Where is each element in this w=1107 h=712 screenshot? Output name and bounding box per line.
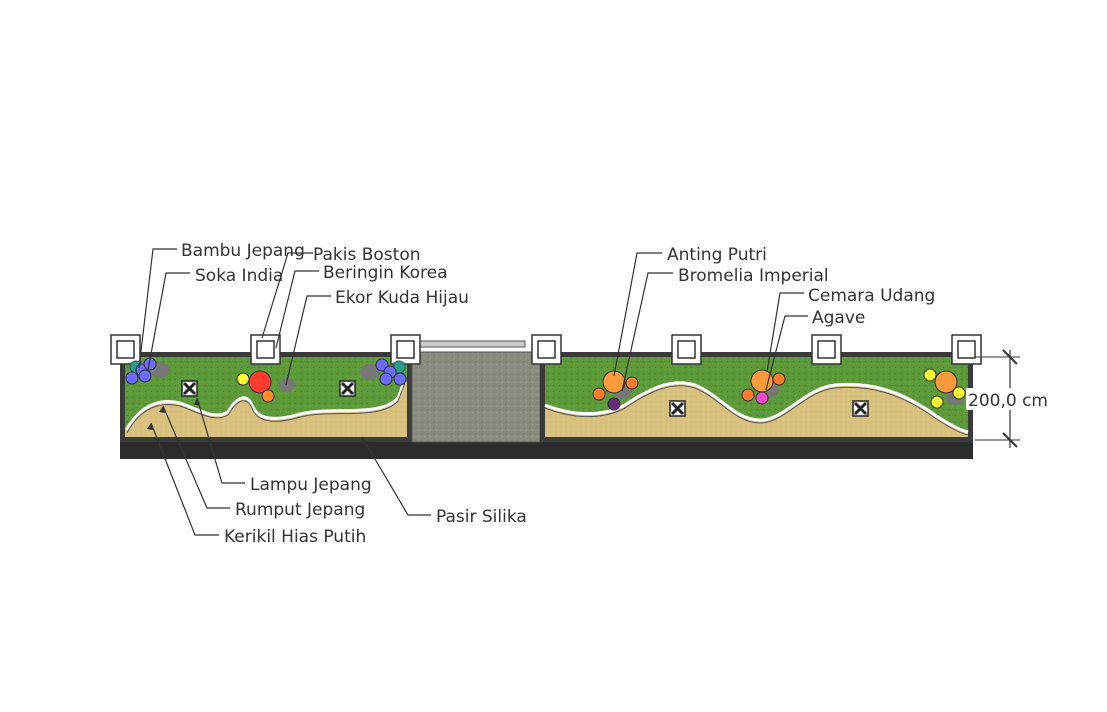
lamp-icon <box>181 380 198 397</box>
pakis-plant-icon <box>261 389 275 403</box>
white-gravel-edge-right <box>544 381 969 434</box>
post <box>671 334 702 365</box>
lamp-icon <box>669 400 686 417</box>
post <box>531 334 562 365</box>
beringin-plant-icon <box>248 370 272 394</box>
left-sand <box>125 382 407 437</box>
agave-plant-icon <box>741 388 755 402</box>
soka-plant-icon <box>393 372 407 386</box>
japanese-lamps <box>181 380 869 417</box>
label-kerikil-hias-putih: Kerikil Hias Putih <box>224 527 366 547</box>
label-soka-india: Soka India <box>195 266 283 286</box>
height-dimension: 200,0 cm <box>966 349 1054 448</box>
post <box>811 334 842 365</box>
rock-icon <box>279 378 295 392</box>
rock-icon <box>360 364 380 380</box>
stone-path <box>412 352 540 442</box>
orange-plant-icon <box>934 370 958 394</box>
purple-plant-icon <box>607 397 621 411</box>
right-sand <box>545 382 968 437</box>
post <box>390 334 421 365</box>
post <box>951 334 982 365</box>
label-rumput-jepang: Rumput Jepang <box>235 500 365 520</box>
label-ekor-kuda-hijau: Ekor Kuda Hijau <box>335 288 469 308</box>
soka-plant-icon <box>138 369 152 383</box>
label-lampu-jepang: Lampu Jepang <box>250 475 372 495</box>
bottom-leader-lines <box>150 397 431 536</box>
top-leader-lines <box>138 248 808 392</box>
label-pakis-boston: Pakis Boston <box>313 245 421 265</box>
yellow-plant-icon <box>930 395 944 409</box>
label-anting-putri: Anting Putri <box>667 245 767 265</box>
pink-plant-icon <box>755 391 769 405</box>
base-slab <box>120 440 973 459</box>
plants-left <box>125 357 407 403</box>
lamp-icon <box>339 380 356 397</box>
anting-putri-plant-icon <box>602 370 626 394</box>
label-cemara-udang: Cemara Udang <box>808 286 935 306</box>
post <box>250 334 281 365</box>
agave-plant-icon <box>772 372 786 386</box>
bromelia-plant-icon <box>625 376 639 390</box>
post <box>110 334 141 365</box>
label-pasir-silika: Pasir Silika <box>436 507 527 527</box>
ekor-kuda-plant-icon <box>236 372 250 386</box>
soka-plant-icon <box>125 371 139 385</box>
dimension-label: 200,0 cm <box>968 391 1048 411</box>
yellow-plant-icon <box>952 386 966 400</box>
yellow-plant-icon <box>923 368 937 382</box>
label-beringin-korea: Beringin Korea <box>323 263 448 283</box>
label-agave: Agave <box>812 308 865 328</box>
white-gravel-edge-left <box>125 379 407 431</box>
lamp-icon <box>852 400 869 417</box>
label-bambu-jepang: Bambu Jepang <box>181 241 305 261</box>
bromelia-plant-icon <box>592 387 606 401</box>
fence-posts <box>110 334 982 365</box>
label-bromelia-imperial: Bromelia Imperial <box>678 266 829 286</box>
soka-plant-icon <box>379 372 393 386</box>
plants-right <box>592 368 966 411</box>
gate-bar <box>419 340 526 348</box>
